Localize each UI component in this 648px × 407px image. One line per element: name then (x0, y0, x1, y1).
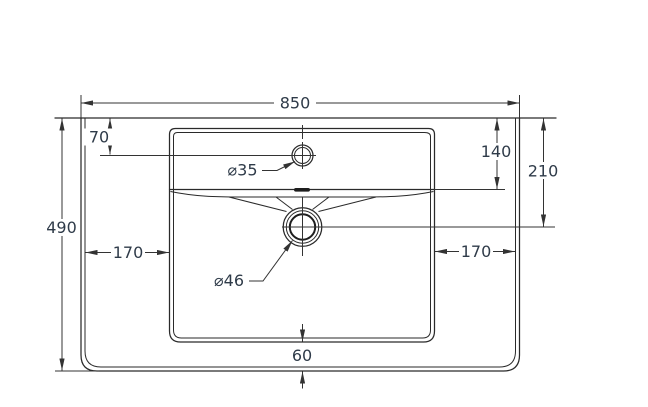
basin-outline (168, 127, 436, 343)
drain-assembly (282, 197, 555, 256)
leader-line (262, 161, 296, 171)
basin-inner-contour (173, 132, 431, 339)
label-background (525, 162, 562, 179)
countertop-inner-contour (84, 118, 516, 368)
overall-width-label: 850 (280, 94, 311, 113)
drain-offset-label: 210 (528, 162, 559, 181)
dim-overall-depth: 490 (43, 118, 80, 371)
bowl-slope-left-outer (228, 196, 287, 212)
label-background (459, 243, 493, 260)
callout-drain-diameter: ⌀46 (214, 240, 293, 290)
right-inset-label: 170 (461, 242, 492, 261)
countertop-outline (54, 117, 557, 372)
dim-faucet-offset: 70 (83, 118, 116, 155)
label-background (478, 143, 515, 160)
bowl-slope-left-inner (275, 196, 293, 210)
dim-overall-width: 850 (80, 94, 520, 118)
bowl-slope-lines (228, 196, 377, 212)
countertop-outer-contour (80, 117, 521, 372)
label-background (111, 244, 145, 261)
overall-depth-label: 490 (46, 218, 77, 237)
bowl-slope-right-inner (312, 196, 330, 210)
faucet-hole (100, 142, 316, 169)
dim-left-inset: 170 (85, 243, 169, 262)
ledge-depth-label: 140 (481, 142, 512, 161)
ledge-lip-curve (170, 191, 434, 198)
basin-outer-contour (168, 127, 436, 343)
dim-front-apron: 60 (292, 324, 312, 389)
dim-right-inset: 170 (435, 242, 515, 261)
faucet-offset-label: 70 (89, 128, 109, 147)
label-background (43, 219, 80, 236)
overflow-slot (294, 188, 310, 192)
bowl-slope-right-outer (318, 196, 377, 212)
label-background (274, 94, 316, 111)
label-background (83, 128, 116, 146)
faucet-diameter-label: ⌀35 (228, 161, 258, 180)
drain-diameter-label: ⌀46 (214, 271, 244, 290)
leader-line (249, 240, 293, 282)
ledge-edges (168, 188, 505, 198)
dim-drain-offset: 210 (525, 118, 562, 227)
front-apron-label: 60 (292, 346, 312, 365)
callout-faucet-diameter: ⌀35 (228, 161, 296, 180)
dim-ledge-depth: 140 (478, 118, 515, 189)
left-inset-label: 170 (113, 243, 144, 262)
